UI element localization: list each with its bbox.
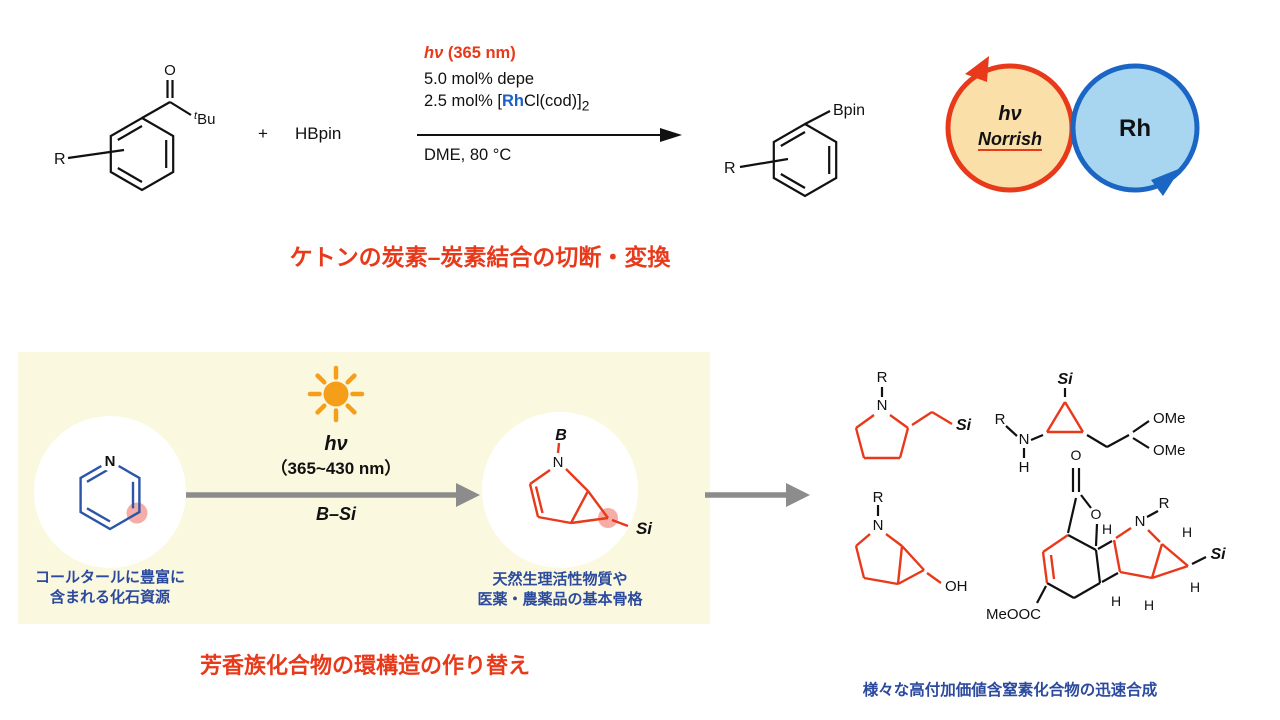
product-cluster: R N Si Si N R H O [854,369,1226,623]
p3-oh-label: OH [945,578,968,595]
caption-coal-tar-2: 含まれる化石資源 [49,589,170,606]
product-benzene-ring [739,110,838,198]
pyridine-n-label: N [105,453,116,470]
reactant-structure: R O tBu [54,62,215,192]
p2-r-label: R [995,411,1006,428]
reactant-r-label: R [54,151,66,168]
plus-sign: + [258,124,268,143]
p2-h-label: H [1019,459,1030,476]
p3-n-label: N [873,517,884,534]
caption-coal-tar-1: コールタールに豊富に [34,569,185,586]
product-bpin-label: Bpin [833,102,865,119]
reaction-arrow [417,128,682,142]
p3-r-label: R [873,489,884,506]
norrish-cycle-arrowhead [965,56,989,82]
products-arrow [705,483,810,507]
product-polycycle: O O N R Si MeOOC H H H H H [986,447,1226,623]
p2-ome-bottom-label: OMe [1153,442,1186,459]
p4-n-label: N [1135,513,1146,530]
rh-cycle-circle [1070,63,1200,193]
p1-n-label: N [877,397,888,414]
cycle-rh-label: Rh [1119,115,1151,142]
panel-hv-label: hν [324,433,347,455]
p4-si-label: Si [1210,546,1226,563]
caption-skeleton-2: 医薬・農薬品の基本骨格 [477,591,643,608]
caption-skeleton-1: 天然生理活性物質や [492,571,628,588]
wavelength-label: (365 nm) [447,44,516,62]
product-bicyclic-oh: R N OH [854,489,968,595]
reactant-benzene-ring [67,116,175,192]
heading-ketone: ケトンの炭素–炭素結合の切断・変換 [289,244,671,270]
product-pyrrolidine-si: R N Si [854,369,972,460]
panel-bsi-label: B–Si [316,504,357,524]
p2-n-label: N [1019,431,1030,448]
condition-line-4: DME, 80 °C [424,146,512,164]
product-cyclopropane-acetal: Si N R H OMe OMe [995,371,1186,476]
rh-catalyst-label: Rh [501,92,524,110]
bicyclic-si-label: Si [636,519,653,538]
p1-si-label: Si [956,417,972,434]
aromatic-panel-content: N hν （365~430 nm） B–Si [34,365,653,568]
p2-ome-top-label: OMe [1153,410,1186,427]
cycle-hv-label: hν [998,103,1021,125]
p4-h-label: H [1102,521,1112,537]
condition-line-1: hν (365 nm) [424,44,516,63]
sun-icon [307,365,365,423]
heading-products: 様々な高付加価値含窒素化合物の迅速合成 [862,682,1158,699]
reaction-arrowhead [660,128,682,142]
product-r-label: R [724,160,736,177]
condition-line-3: 2.5 mol% [RhCl(cod)]2 [424,92,590,114]
p4-meooc-label: MeOOC [986,606,1041,623]
panel-arrowhead [456,483,480,507]
norrish-cycle-circle [945,63,1075,193]
p4-ring-o-label: O [1091,506,1102,522]
bicyclic-circle [482,412,638,568]
p2-si-label: Si [1057,371,1073,388]
norrish-label: Norrish [978,129,1042,149]
p4-h-label: H [1144,597,1154,613]
pyridine-structure [79,459,141,531]
panel-wavelength-label: （365~430 nm） [271,458,402,478]
product-structure: R Bpin [724,102,865,198]
heading-aromatic: 芳香族化合物の環構造の作り替え [199,653,530,678]
hbpin-label: HBpin [295,124,342,143]
reactant-o-label: O [164,62,176,79]
bicyclic-n-label: N [553,454,564,471]
pyridine-circle [34,416,186,568]
p1-r-label: R [877,369,888,386]
p4-h-label: H [1182,524,1192,540]
rh-cycle-arrowhead [1151,168,1181,196]
hv-label: hν [424,44,444,62]
p4-h-label: H [1111,593,1121,609]
bicyclic-b-label: B [555,427,567,444]
products-arrowhead [786,483,810,507]
condition-line-2: 5.0 mol% depe [424,70,535,88]
pyridine-n-mask [100,451,120,471]
reactant-ketone-bonds [141,80,192,119]
p4-h-label: H [1190,579,1200,595]
p4-r-label: R [1159,495,1170,512]
p4-carbonyl-o-label: O [1071,447,1082,463]
bicyclic-structure [528,442,629,528]
reactant-tbu-label: tBu [194,110,215,128]
catalytic-cycles: hν Norrish Rh [945,56,1200,196]
